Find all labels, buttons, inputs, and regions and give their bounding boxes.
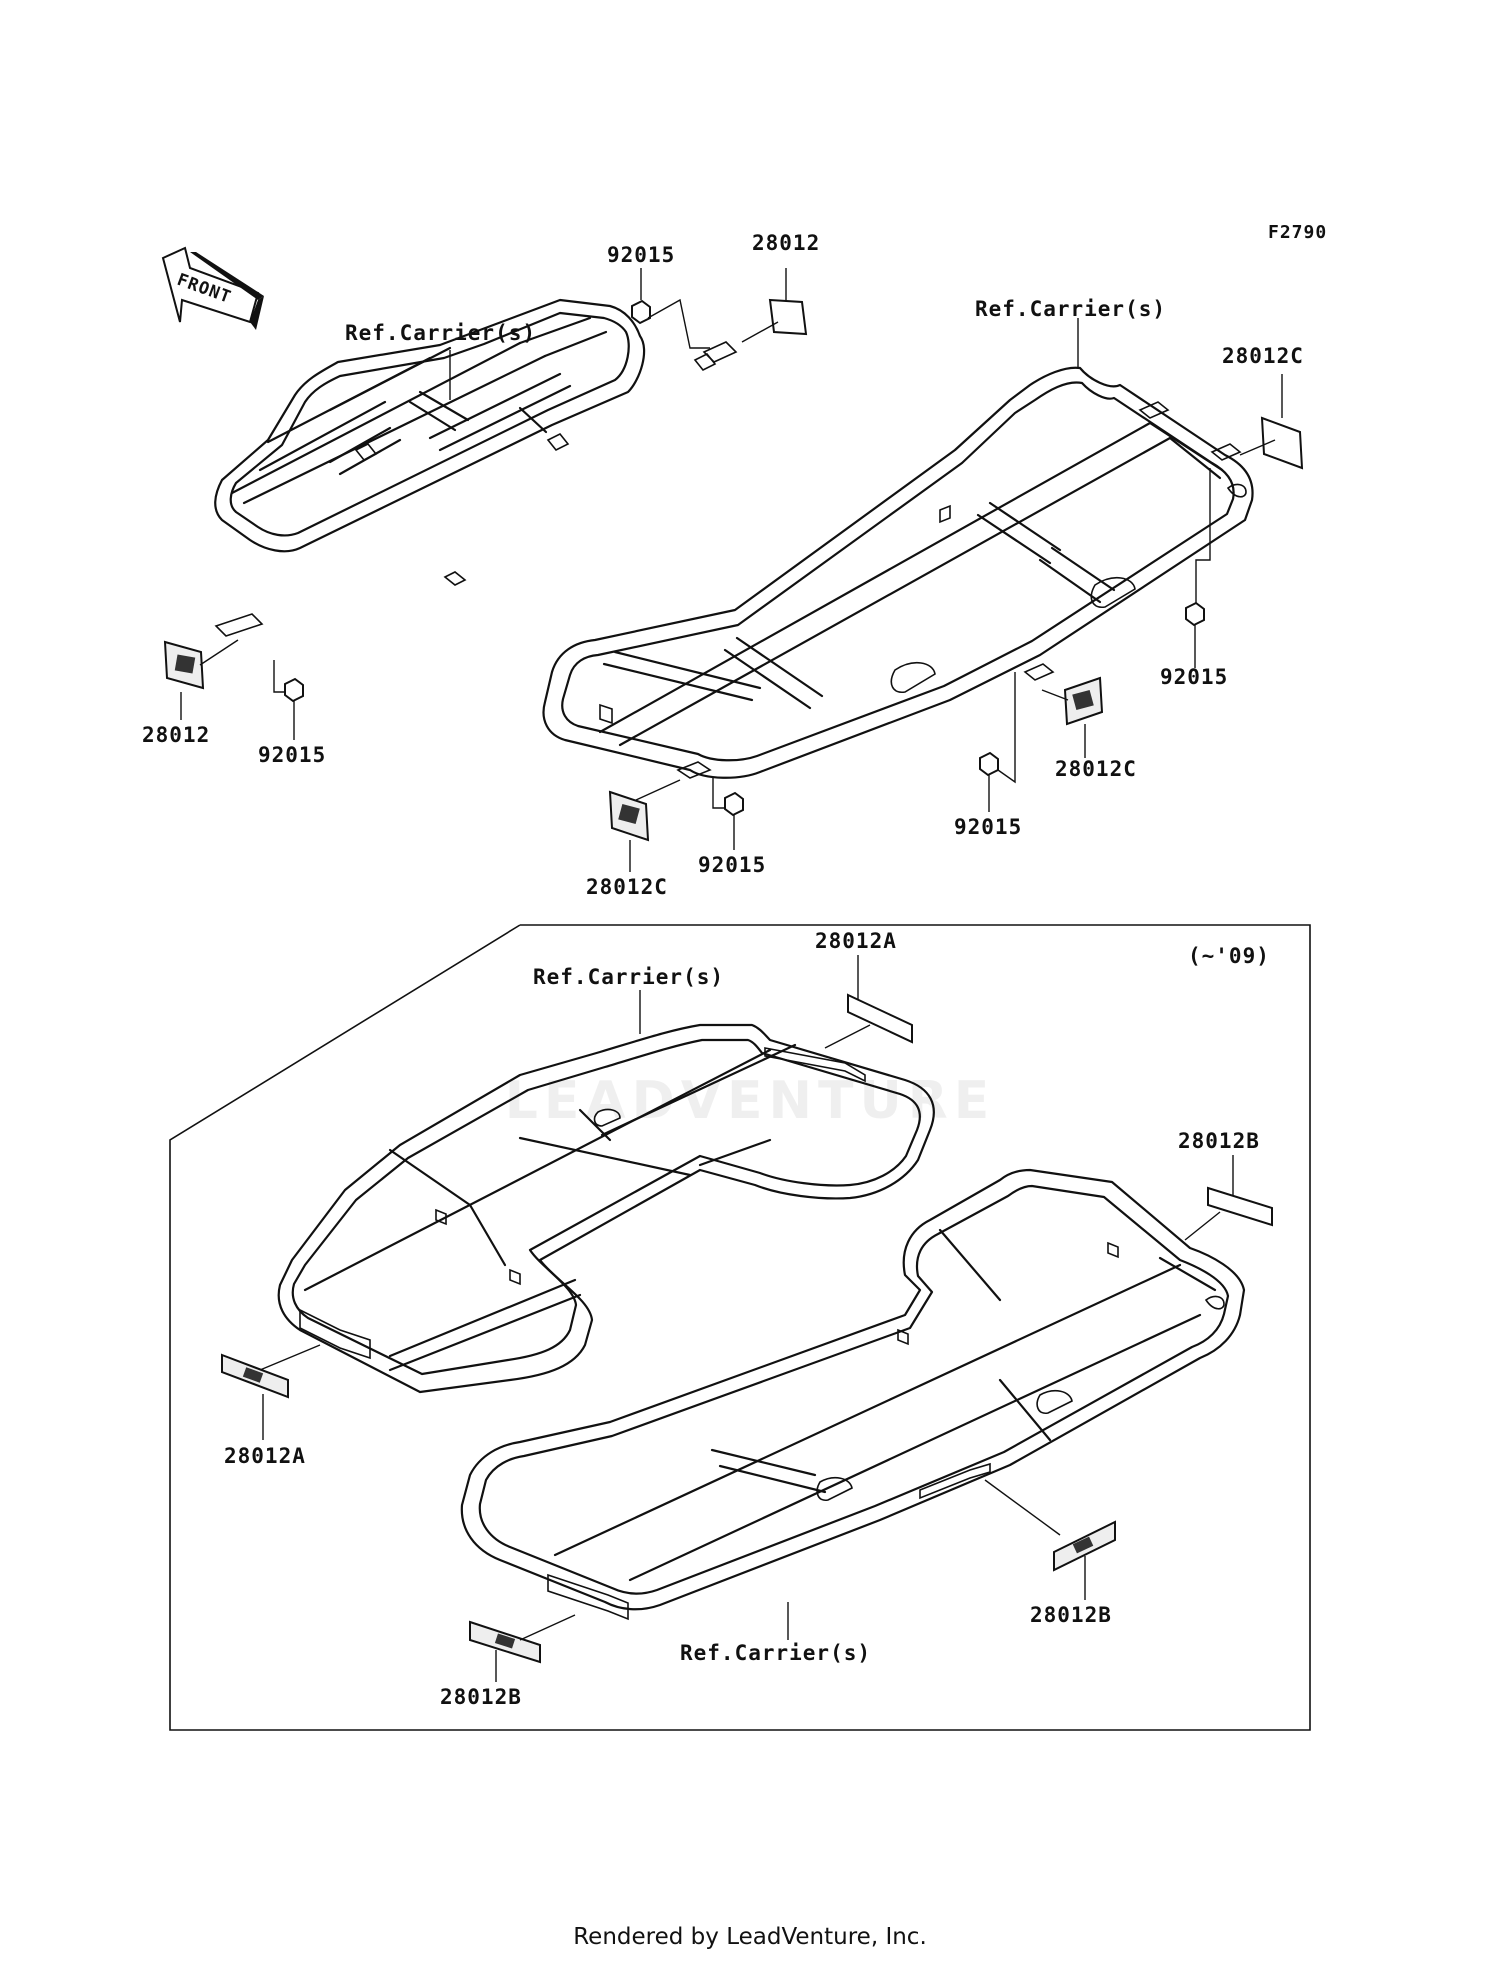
front-arrow-icon: FRONT: [161, 246, 264, 330]
label-inset-reflector-a-bottom: 28012A: [224, 1444, 306, 1468]
rear-nut-left-part: [712, 778, 744, 817]
label-rear-carrier-ref: Ref.Carrier(s): [975, 297, 1166, 321]
rear-reflector-left-part: [608, 779, 681, 842]
front-nut-bottom-part: [273, 660, 304, 703]
rear-carrier-drawing: [542, 366, 1254, 779]
figure-code: F2790: [1268, 222, 1327, 243]
front-nut-top-part: [631, 298, 710, 349]
label-inset-rear-carrier-ref: Ref.Carrier(s): [680, 1641, 871, 1665]
inset-reflector-b-bottom-part: [469, 1614, 576, 1664]
label-inset-note: (~'09): [1188, 944, 1270, 968]
inset-reflector-b-top-part: [1184, 1186, 1273, 1241]
label-inset-reflector-b-side: 28012B: [1030, 1603, 1112, 1627]
label-front-nut-bottom: 92015: [258, 743, 326, 767]
label-rear-reflector-side: 28012C: [1055, 757, 1137, 781]
front-carrier-drawing: [214, 298, 738, 637]
inset-rear-carrier-drawing: [460, 1168, 1246, 1621]
label-rear-reflector-top: 28012C: [1222, 344, 1304, 368]
inset-front-carrier-drawing: [277, 1023, 935, 1394]
label-inset-reflector-a-top: 28012A: [815, 929, 897, 953]
label-inset-reflector-b-top: 28012B: [1178, 1129, 1260, 1153]
footer-credit: Rendered by LeadVenture, Inc.: [573, 1924, 927, 1950]
watermark-text: LEADVENTURE: [505, 1071, 996, 1131]
label-front-nut-top: 92015: [607, 243, 675, 267]
label-rear-reflector-left: 28012C: [586, 875, 668, 899]
label-rear-nut-mid: 92015: [954, 815, 1022, 839]
inset-frame: [169, 924, 1311, 1731]
label-rear-nut-left: 92015: [698, 853, 766, 877]
rear-nut-mid-part: [979, 672, 1016, 784]
rear-nut-right-part: [1185, 468, 1211, 627]
inset-reflector-b-side-part: [984, 1479, 1116, 1572]
label-inset-front-carrier-ref: Ref.Carrier(s): [533, 965, 724, 989]
inset-reflector-a-top-part: [824, 993, 913, 1049]
label-rear-nut-right: 92015: [1160, 665, 1228, 689]
label-inset-reflector-b-bottom: 28012B: [440, 1685, 522, 1709]
rear-reflector-top-part: [1239, 416, 1304, 470]
rear-reflector-side-part: [1041, 676, 1104, 726]
front-reflector-left-part: [163, 639, 239, 690]
front-reflector-right-part: [741, 298, 808, 343]
label-front-reflector-left: 28012: [142, 723, 210, 747]
label-front-reflector-right: 28012: [752, 231, 820, 255]
inset-reflector-a-bottom-part: [221, 1344, 321, 1399]
label-front-carrier-ref: Ref.Carrier(s): [345, 321, 536, 345]
